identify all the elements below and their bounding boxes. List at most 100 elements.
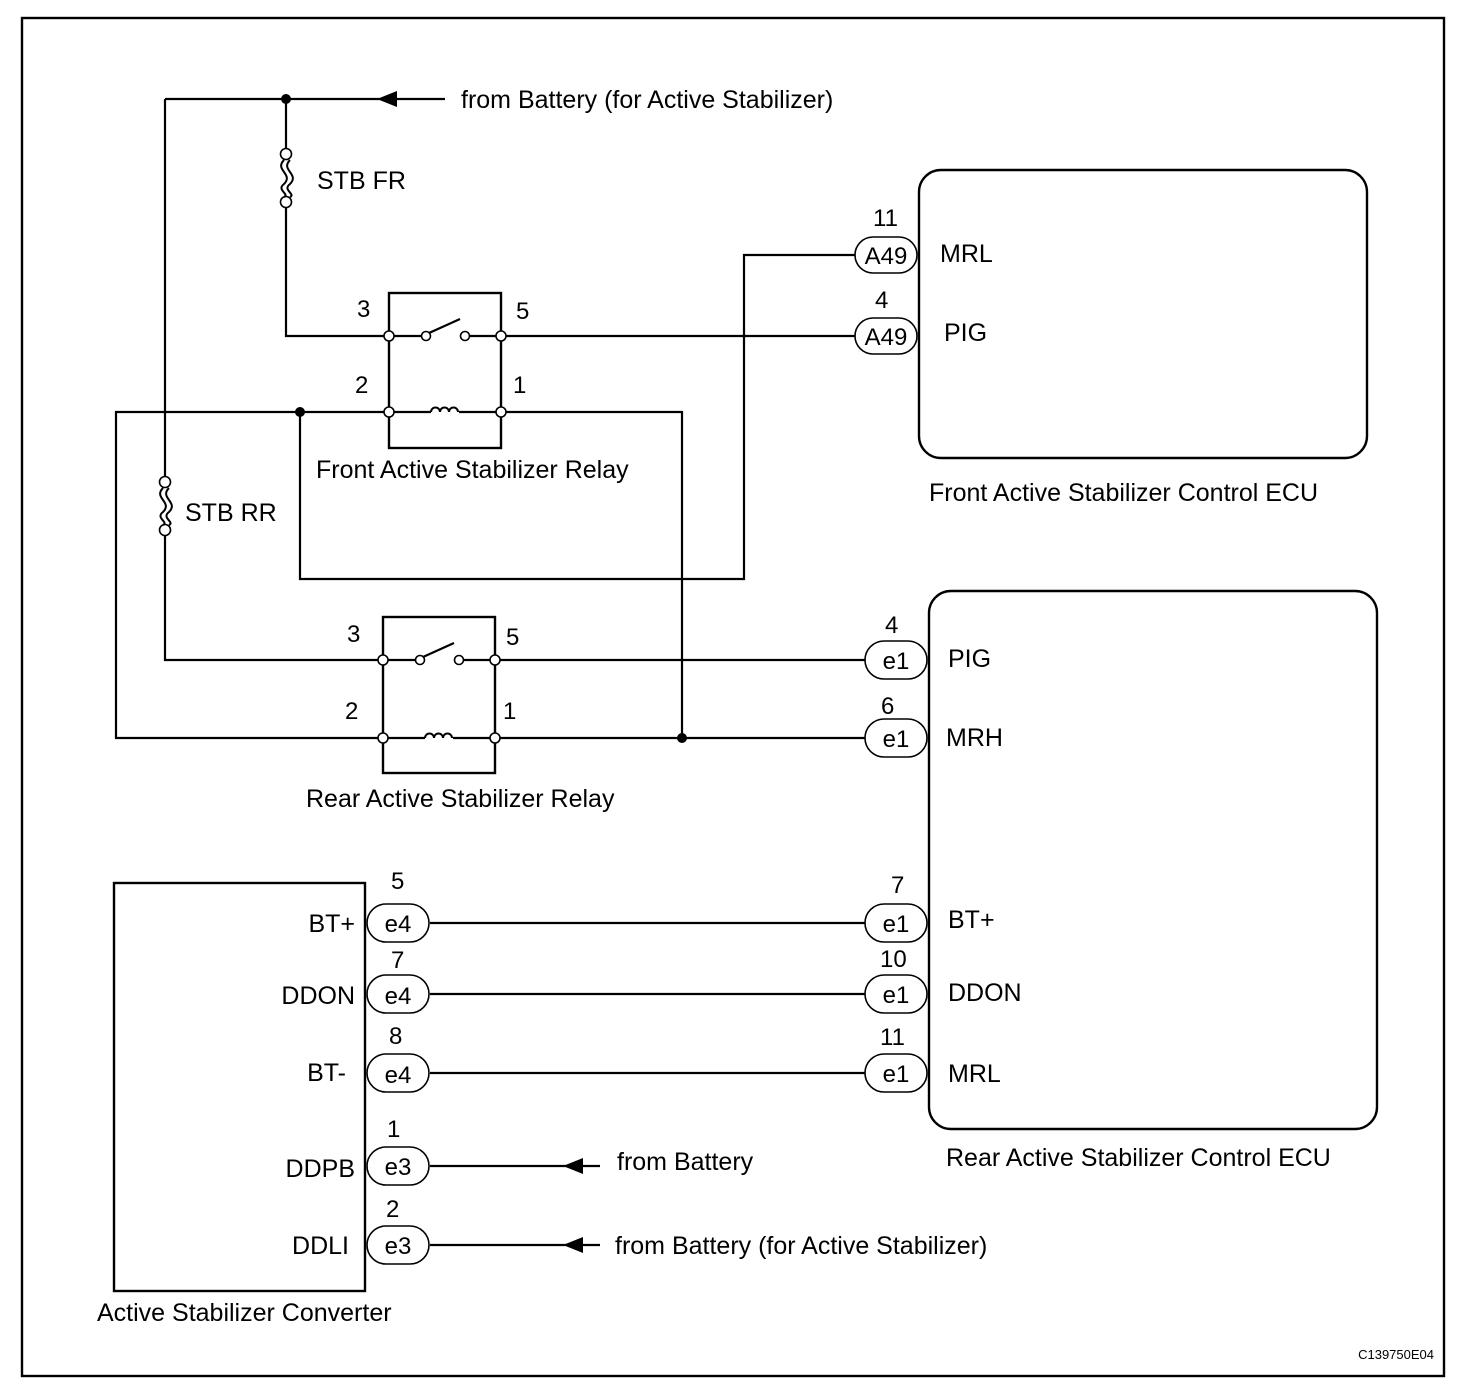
- connector-e4-ddon: [366, 974, 430, 1014]
- rear-ecu-mrh-pin: 6: [881, 693, 894, 720]
- front-relay-pin-5: 5: [516, 298, 529, 325]
- connector-e1-mrh: [864, 718, 928, 758]
- rear-ecu-btp-pin: 7: [891, 872, 904, 899]
- rear-ecu-box: [927, 589, 1379, 1131]
- front-relay-pin-1: 1: [513, 372, 526, 399]
- front-relay-terminal-3: [383, 330, 395, 342]
- connector-e3-ddpb: [366, 1146, 430, 1186]
- front-relay-box: [387, 291, 503, 450]
- rear-ecu-mrh-label: MRH: [946, 724, 1003, 752]
- converter-ddli-pin: 2: [386, 1196, 399, 1223]
- converter-ddon-connector: e4: [385, 983, 412, 1010]
- rear-relay-switch-icon: [383, 641, 495, 666]
- converter-ddli-label: DDLI: [292, 1232, 349, 1260]
- wire-front-relay-1-to-mrh: [501, 410, 684, 738]
- rear-ecu-pig-pin: 4: [885, 612, 898, 639]
- front-relay-coil-icon: [389, 406, 501, 414]
- connector-a49-pig: [854, 317, 918, 355]
- rear-ecu-pig-connector: e1: [883, 648, 910, 675]
- front-relay-pin-3: 3: [357, 296, 370, 323]
- front-relay-terminal-1: [495, 406, 507, 418]
- converter-btp-pin: 5: [391, 868, 404, 895]
- figure-code: C139750E04: [1358, 1347, 1434, 1362]
- fuse-stb-rr-label: STB RR: [185, 499, 277, 527]
- rear-ecu-ddon-label: DDON: [948, 979, 1022, 1007]
- source-battery-ddpb-label: from Battery: [617, 1148, 754, 1176]
- rear-relay-pin-3: 3: [347, 621, 360, 648]
- connector-e3-ddli: [366, 1225, 430, 1265]
- rear-ecu-btp-label: BT+: [948, 906, 995, 934]
- rear-relay-pin-2: 2: [345, 698, 358, 725]
- rear-ecu-mrl-pin: 11: [880, 1024, 905, 1051]
- converter-name: Active Stabilizer Converter: [97, 1299, 392, 1327]
- rear-relay-box: [381, 615, 497, 775]
- rear-ecu-btp-connector: e1: [883, 911, 910, 938]
- front-ecu-mrl-label: MRL: [940, 240, 993, 268]
- front-ecu-box: [917, 168, 1369, 460]
- rear-ecu-pig-label: PIG: [948, 645, 991, 673]
- converter-ddon-label: DDON: [281, 982, 355, 1010]
- front-relay-terminal-2: [383, 406, 395, 418]
- converter-btp-label: BT+: [308, 910, 355, 938]
- rear-relay-terminal-2: [377, 732, 389, 744]
- connector-a49-mrl: [854, 236, 918, 274]
- fuse-stb-rr-icon: [158, 475, 173, 537]
- converter-box: [112, 881, 367, 1293]
- front-ecu-mrl-pin: 11: [873, 205, 898, 232]
- converter-btp-connector: e4: [385, 911, 412, 938]
- junction-dot-mrh: [677, 733, 687, 743]
- connector-e1-mrl: [864, 1053, 928, 1093]
- diagram-frame: [20, 16, 1446, 1378]
- rear-relay-terminal-3: [377, 654, 389, 666]
- converter-ddpb-label: DDPB: [286, 1155, 355, 1183]
- connector-e1-btp: [864, 903, 928, 943]
- arrow-ddli-icon: [563, 1237, 583, 1253]
- rear-relay-terminal-5: [489, 654, 501, 666]
- converter-ddon-pin: 7: [391, 947, 404, 974]
- junction-dot-ground: [295, 407, 305, 417]
- wire-stb-rr-to-rear-relay-3: [163, 531, 383, 662]
- fuse-stb-fr-label: STB FR: [317, 167, 406, 195]
- rear-ecu-name: Rear Active Stabilizer Control ECU: [946, 1144, 1331, 1172]
- converter-ddpb-connector: e3: [385, 1154, 412, 1181]
- rear-relay-pin-1: 1: [503, 698, 516, 725]
- wire-front-relay-2-to-mrl: [298, 253, 856, 581]
- front-ecu-pig-label: PIG: [944, 319, 987, 347]
- fuse-stb-fr-icon: [279, 147, 294, 209]
- converter-ddli-connector: e3: [385, 1233, 412, 1260]
- front-relay-pin-2: 2: [355, 372, 368, 399]
- rear-relay-pin-5: 5: [506, 624, 519, 651]
- connector-e4-btp: [366, 903, 430, 943]
- connector-e4-btm: [366, 1053, 430, 1093]
- source-battery-ddli-label: from Battery (for Active Stabilizer): [615, 1232, 987, 1260]
- front-ecu-mrl-connector: A49: [865, 243, 908, 270]
- rear-ecu-ddon-pin: 10: [880, 946, 907, 973]
- wire-stb-fr-to-front-relay-3: [284, 204, 389, 338]
- connectors: [366, 236, 928, 1265]
- front-relay-terminal-5: [495, 330, 507, 342]
- front-relay-switch-icon: [389, 317, 501, 342]
- junction-dot-top: [281, 94, 291, 104]
- rear-relay-name: Rear Active Stabilizer Relay: [306, 785, 615, 813]
- rear-ecu-mrh-connector: e1: [883, 726, 910, 753]
- rear-ecu-mrl-connector: e1: [883, 1061, 910, 1088]
- front-ecu-pig-pin: 4: [875, 287, 888, 314]
- arrow-battery-top-icon: [377, 91, 397, 107]
- front-ecu-name: Front Active Stabilizer Control ECU: [929, 479, 1318, 507]
- rear-relay-coil-icon: [383, 732, 495, 740]
- wires: [114, 97, 866, 1247]
- converter-btm-pin: 8: [389, 1023, 402, 1050]
- rear-relay-terminal-1: [489, 732, 501, 744]
- arrow-ddpb-icon: [563, 1158, 583, 1174]
- front-relay-name: Front Active Stabilizer Relay: [316, 456, 629, 484]
- converter-btm-connector: e4: [385, 1062, 412, 1089]
- rear-ecu-ddon-connector: e1: [883, 982, 910, 1009]
- wire-ground-loop: [114, 410, 389, 740]
- rear-ecu-mrl-label: MRL: [948, 1060, 1001, 1088]
- front-ecu-pig-connector: A49: [865, 324, 908, 351]
- converter-ddpb-pin: 1: [387, 1116, 400, 1143]
- converter-btm-label: BT-: [307, 1059, 346, 1087]
- source-battery-top-label: from Battery (for Active Stabilizer): [461, 86, 833, 114]
- connector-e1-pig: [864, 640, 928, 680]
